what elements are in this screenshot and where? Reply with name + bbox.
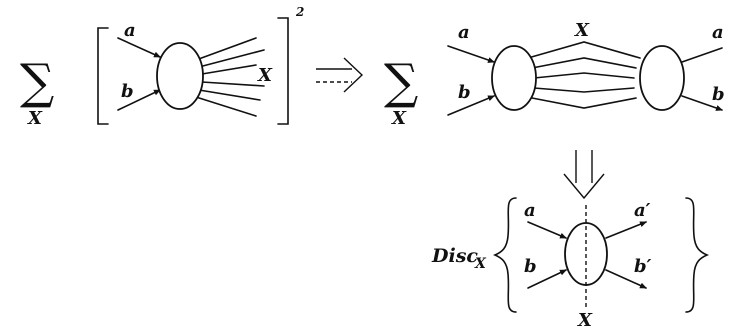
implies-arrow-right: [316, 57, 364, 93]
outgoing-line-b: [681, 95, 723, 111]
outgoing-line-b-prime: [605, 269, 647, 289]
outgoing-line: [198, 89, 261, 101]
panel-1: ∑ X 2 a b X: [20, 5, 304, 129]
label-a-left: a: [458, 22, 470, 43]
label-a-prime: a′: [634, 200, 651, 221]
intermediate-line: [533, 72, 635, 79]
incoming-line-a: [447, 45, 495, 63]
outgoing-line: [201, 64, 257, 75]
intermediate-line: [533, 87, 635, 93]
incoming-line-b: [447, 95, 495, 116]
disc-subscript: X: [474, 256, 487, 272]
label-X: X: [257, 65, 273, 86]
incoming-line-b: [527, 269, 567, 289]
label-a: a: [124, 20, 136, 41]
sum-index: X: [391, 108, 407, 129]
interaction-blob: [156, 42, 204, 110]
sum-symbol: ∑: [20, 54, 54, 110]
panel-2: ∑ X a b X a b: [384, 20, 725, 129]
label-b-prime: b′: [634, 256, 652, 277]
intermediate-line: [531, 97, 637, 109]
sum-symbol: ∑: [384, 54, 418, 110]
intermediate-line: [531, 57, 637, 69]
right-curly-brace: [685, 197, 710, 313]
incoming-line-a: [527, 221, 567, 239]
label-b-right: b: [712, 84, 725, 105]
outgoing-line: [195, 96, 257, 117]
panel-3: Disc X a b a′ b′ X: [431, 197, 710, 331]
outgoing-line-a: [681, 47, 723, 63]
outgoing-line-a-prime: [605, 221, 647, 239]
incoming-line-a: [117, 37, 161, 58]
label-X-bottom: X: [577, 310, 593, 331]
label-a-right: a: [712, 22, 724, 43]
sum-index: X: [27, 108, 43, 129]
outgoing-line: [201, 81, 265, 87]
outgoing-line: [195, 37, 257, 61]
left-bracket: [97, 27, 109, 125]
exponent-2: 2: [295, 5, 304, 19]
label-b: b: [524, 256, 537, 277]
left-curly-brace: [492, 197, 517, 313]
intermediate-line: [527, 41, 641, 59]
incoming-line-b: [117, 89, 161, 111]
outgoing-line: [198, 49, 265, 68]
right-blob: [639, 45, 685, 111]
left-blob: [491, 45, 537, 111]
label-b: b: [121, 81, 134, 102]
label-b-left: b: [458, 82, 471, 103]
right-bracket: [277, 17, 289, 125]
label-a: a: [524, 200, 536, 221]
implies-arrow-down: [563, 150, 605, 200]
disc-label: Disc: [431, 245, 478, 267]
label-X-top: X: [574, 20, 590, 41]
